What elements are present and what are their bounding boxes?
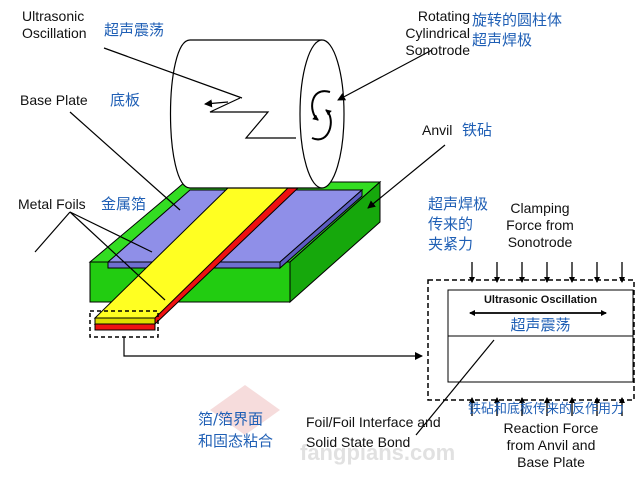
leader-anvil (367, 144, 446, 209)
watermark (210, 385, 280, 435)
anvil-cn-label: 铁砧 (462, 121, 493, 139)
rotation-arrow-icon (311, 109, 332, 141)
metal-foils-label: Metal Foils (18, 196, 86, 212)
metal-foils-cn-label: 金属箔 (101, 195, 147, 213)
leader-metal-foils-b (69, 211, 153, 253)
clamping-force-arrows (469, 262, 625, 283)
metal-foils (93, 183, 300, 331)
base-plate-cn-label: 底板 (110, 91, 141, 109)
watermark-logo (210, 385, 280, 435)
reaction-force-arrows (469, 397, 625, 416)
oscillation-arrow-icon (204, 99, 229, 108)
clamping-force-cn-label: 超声焊极 传来的 夹紧力 (428, 195, 489, 253)
leader-sonotrode (337, 49, 433, 101)
ultrasonic-oscillation-cn-label: 超声震荡 (104, 21, 165, 39)
inset-oscillation-label: Ultrasonic Oscillation (483, 294, 598, 306)
anvil-label: Anvil (422, 122, 453, 138)
interface-label: Foil/Foil Interface and Solid State Bond (306, 414, 441, 450)
watermark-text: fangpians.com (300, 440, 456, 465)
interface-cn-label: 箔/箔界面 和固态粘合 (198, 410, 274, 450)
leader-metal-foils-c (34, 211, 71, 253)
rotating-sonotrode-cn-label: 旋转的圆柱体 超声焊极 (472, 11, 563, 49)
clamping-force-label: Clamping Force from Sonotrode (506, 200, 574, 250)
inset-oscillation-cn-label: 超声震荡 (510, 316, 571, 334)
interface-leader (415, 339, 495, 436)
detail-inset (415, 279, 635, 436)
rotating-sonotrode (169, 39, 345, 189)
base-plate-label: Base Plate (20, 92, 88, 108)
leader-metal-foils-a (69, 211, 166, 301)
ultrasonic-oscillation-label: Ultrasonic Oscillation (22, 8, 87, 41)
detail-connector (123, 337, 423, 360)
oscillation-zigzag (209, 97, 296, 139)
leader-ultrasonic (103, 47, 243, 99)
rotating-sonotrode-label: Rotating Cylindrical Sonotrode (405, 8, 470, 58)
rotation-arrow-icon (311, 90, 331, 121)
reaction-force-label: Reaction Force from Anvil and Base Plate (503, 420, 599, 470)
leader-base-plate (69, 111, 181, 211)
reaction-force-cn-label: 铁砧和底板传来的反作用力 (468, 402, 625, 417)
